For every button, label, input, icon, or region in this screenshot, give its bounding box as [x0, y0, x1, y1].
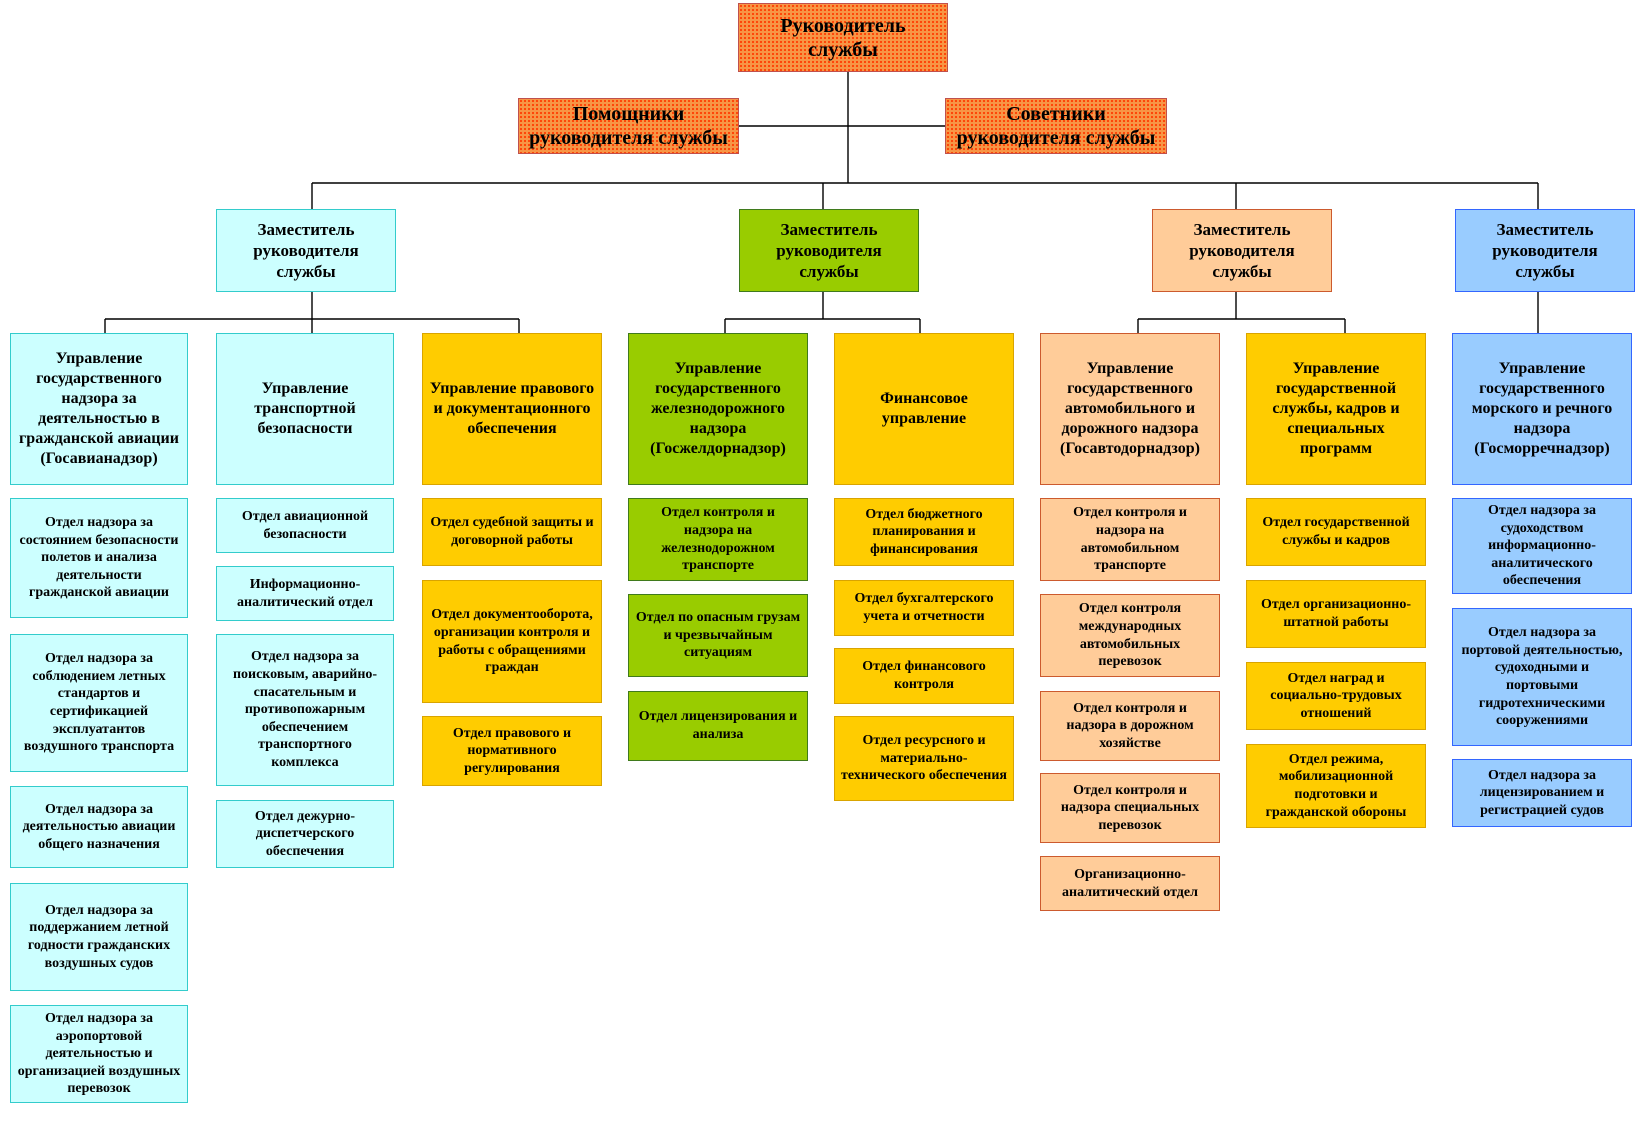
directorate-title: Управление государственного морского и р…: [1471, 360, 1613, 457]
department-label: Отдел судебной защиты и договорной работ…: [430, 515, 594, 548]
department-label: Отдел по опасным грузам и чрезвычайным с…: [635, 610, 801, 661]
department-label: Отдел государственной службы и кадров: [1262, 515, 1410, 548]
department-box: Отдел контроля международных автомобильн…: [1040, 594, 1220, 677]
department-label: Отдел бюджетного планирования и финансир…: [865, 506, 983, 557]
directorate-title: Управление государственного автомобильно…: [1060, 360, 1200, 457]
department-box: Отдел надзора за судоходством информацио…: [1452, 498, 1632, 594]
department-label: Отдел ресурсного и материально-техническ…: [841, 733, 1007, 784]
department-box: Отдел бюджетного планирования и финансир…: [834, 498, 1014, 566]
department-box: Отдел финансового контроля: [834, 648, 1014, 704]
department-box: Информационно-аналитический отдел: [216, 566, 394, 621]
directorate-box-3: Управление правового и документационного…: [422, 333, 602, 485]
department-box: Отдел организационно-штатной работы: [1246, 580, 1426, 648]
department-box: Отдел лицензирования и анализа: [628, 691, 808, 761]
department-box: Отдел контроля и надзора специальных пер…: [1040, 773, 1220, 843]
department-label: Отдел надзора за поисковым, аварийно-спа…: [232, 649, 378, 770]
advisors-label: Советники руководителя службы: [956, 103, 1156, 149]
department-label: Отдел надзора за лицензированием и регис…: [1479, 767, 1605, 818]
department-label: Информационно-аналитический отдел: [237, 576, 373, 610]
department-label: Отдел дежурно-диспетчерского обеспечения: [254, 808, 356, 859]
department-box: Отдел бухгалтерского учета и отчетности: [834, 580, 1014, 636]
department-box: Отдел государственной службы и кадров: [1246, 498, 1426, 566]
department-label: Организационно-аналитический отдел: [1062, 866, 1198, 900]
department-box: Организационно-аналитический отдел: [1040, 856, 1220, 911]
deputy-box-4: Заместитель руководителя службы: [1455, 209, 1635, 292]
directorate-title: Финансовое управление: [880, 390, 968, 427]
directorate-box-4: Управление государственного железнодорож…: [628, 333, 808, 485]
department-box: Отдел авиационной безопасности: [216, 498, 394, 553]
deputy-label: Заместитель руководителя службы: [1492, 220, 1598, 281]
department-box: Отдел надзора за портовой деятельностью,…: [1452, 608, 1632, 746]
department-box: Отдел правового и нормативного регулиров…: [422, 716, 602, 786]
department-label: Отдел надзора за судоходством информацио…: [1487, 503, 1596, 589]
deputy-label: Заместитель руководителя службы: [253, 220, 359, 281]
department-label: Отдел правового и нормативного регулиров…: [452, 725, 572, 776]
department-label: Отдел документооборота, организации конт…: [431, 607, 593, 676]
department-label: Отдел лицензирования и анализа: [638, 709, 798, 742]
head-of-service-box: Руководитель службы: [738, 3, 948, 72]
department-label: Отдел контроля и надзора в дорожном хозя…: [1066, 700, 1194, 751]
department-box: Отдел по опасным грузам и чрезвычайным с…: [628, 594, 808, 677]
department-box: Отдел ресурсного и материально-техническ…: [834, 716, 1014, 801]
department-box: Отдел надзора за поддержанием летной год…: [10, 883, 188, 991]
directorate-box-5: Финансовое управление: [834, 333, 1014, 485]
directorate-box-7: Управление государственной службы, кадро…: [1246, 333, 1426, 485]
directorate-title: Управление государственного надзора за д…: [19, 350, 179, 467]
department-box: Отдел надзора за аэропортовой деятельнос…: [10, 1005, 188, 1103]
department-label: Отдел финансового контроля: [862, 659, 986, 692]
department-box: Отдел надзора за деятельностью авиации о…: [10, 786, 188, 868]
directorate-title: Управление государственной службы, кадро…: [1272, 360, 1400, 457]
department-box: Отдел дежурно-диспетчерского обеспечения: [216, 800, 394, 868]
department-label: Отдел бухгалтерского учета и отчетности: [854, 591, 994, 624]
department-label: Отдел режима, мобилизационной подготовки…: [1265, 751, 1407, 820]
department-box: Отдел контроля и надзора на железнодорож…: [628, 498, 808, 581]
department-box: Отдел контроля и надзора на автомобильно…: [1040, 498, 1220, 581]
department-box: Отдел надзора за поисковым, аварийно-спа…: [216, 634, 394, 786]
directorate-title: Управление транспортной безопасности: [254, 380, 356, 437]
department-box: Отдел надзора за соблюдением летных стан…: [10, 634, 188, 772]
deputy-box-1: Заместитель руководителя службы: [216, 209, 396, 292]
assistants-box: Помощники руководителя службы: [518, 98, 739, 154]
department-label: Отдел наград и социально-трудовых отноше…: [1270, 670, 1402, 721]
department-box: Отдел контроля и надзора в дорожном хозя…: [1040, 691, 1220, 761]
assistants-label: Помощники руководителя службы: [529, 103, 728, 149]
department-box: Отдел наград и социально-трудовых отноше…: [1246, 662, 1426, 730]
deputy-box-3: Заместитель руководителя службы: [1152, 209, 1332, 292]
directorate-box-2: Управление транспортной безопасности: [216, 333, 394, 485]
department-label: Отдел организационно-штатной работы: [1260, 597, 1412, 630]
deputy-box-2: Заместитель руководителя службы: [739, 209, 919, 292]
department-label: Отдел надзора за деятельностью авиации о…: [22, 801, 176, 852]
deputy-label: Заместитель руководителя службы: [776, 220, 882, 281]
department-label: Отдел надзора за аэропортовой деятельнос…: [17, 1011, 181, 1097]
department-label: Отдел контроля и надзора на железнодорож…: [661, 505, 775, 574]
department-box: Отдел надзора за состоянием безопасности…: [10, 498, 188, 618]
department-label: Отдел надзора за портовой деятельностью,…: [1461, 625, 1623, 729]
department-label: Отдел надзора за поддержанием летной год…: [27, 902, 171, 971]
advisors-box: Советники руководителя службы: [945, 98, 1167, 154]
department-label: Отдел надзора за состоянием безопасности…: [19, 515, 179, 601]
deputy-label: Заместитель руководителя службы: [1189, 220, 1295, 281]
directorate-box-1: Управление государственного надзора за д…: [10, 333, 188, 485]
directorate-box-6: Управление государственного автомобильно…: [1040, 333, 1220, 485]
department-label: Отдел контроля международных автомобильн…: [1078, 601, 1182, 670]
directorate-title: Управление государственного железнодорож…: [650, 360, 786, 457]
directorate-box-8: Управление государственного морского и р…: [1452, 333, 1632, 485]
department-box: Отдел надзора за лицензированием и регис…: [1452, 759, 1632, 827]
department-label: Отдел контроля и надзора специальных пер…: [1060, 782, 1200, 833]
head-of-service-label: Руководитель службы: [780, 14, 906, 61]
department-label: Отдел контроля и надзора на автомобильно…: [1073, 505, 1187, 574]
directorate-title: Управление правового и документационного…: [429, 380, 595, 437]
department-box: Отдел судебной защиты и договорной работ…: [422, 498, 602, 566]
department-box: Отдел режима, мобилизационной подготовки…: [1246, 744, 1426, 828]
department-label: Отдел авиационной безопасности: [241, 508, 369, 542]
department-label: Отдел надзора за соблюдением летных стан…: [23, 651, 175, 755]
department-box: Отдел документооборота, организации конт…: [422, 580, 602, 703]
